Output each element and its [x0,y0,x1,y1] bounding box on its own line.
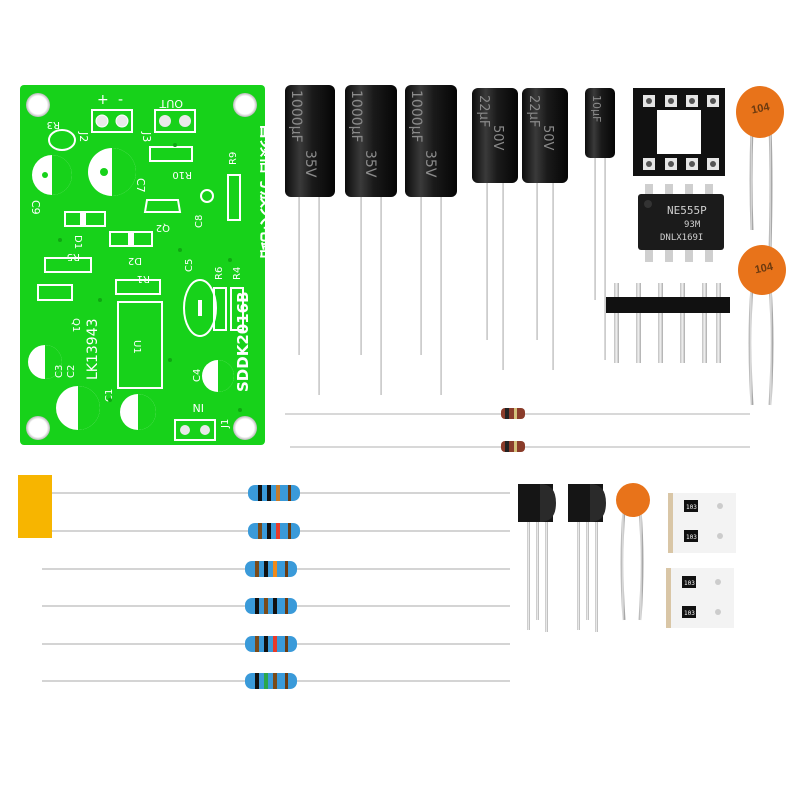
capacitor-large-3: 1000μF 35V [405,85,457,395]
resistor-1 [52,485,510,501]
ceramic-capacitor-3 [616,483,650,621]
capacitor-medium-2: 22μF 50V [522,88,568,370]
pcb-minus-label: - [118,92,123,108]
pcb-title-cn: 音频信号放大电路 [257,123,278,260]
resistor-tape-tab [18,475,52,538]
smd-tape-1: 103 103 [668,493,736,553]
resistor-3 [42,561,510,577]
ic-line-1: NE555P [667,204,707,217]
pcb-j2-label: J2 [77,131,90,142]
capacitor-medium-1: 22μF 50V [472,88,518,370]
pcb-c8-label: C8 [194,215,205,228]
mounting-hole [26,93,50,117]
pcb-r9-label: R9 [228,152,239,165]
smd-tape-1-label-b: 103 [686,534,697,541]
pcb-r4-label: R4 [232,267,243,280]
mounting-hole [26,416,50,440]
transistor-2 [568,484,606,632]
capacitor-large-1-voltage: 35V [302,150,318,178]
mounting-hole [233,93,257,117]
pcb-c5-label: C5 [184,259,195,272]
transistor-1 [518,484,556,632]
ic-line-2: 93M [684,220,701,230]
resistor-5 [42,636,510,652]
pcb-r1-label: R1 [137,273,150,284]
capacitor-medium-1-value: 22μF [476,95,491,127]
ceramic-capacitor-2: 104 [738,245,786,406]
smd-tape-1-label-a: 103 [686,504,697,511]
ic-socket [633,88,725,176]
pcb-in-label: IN [193,401,204,414]
smd-tape-2: 103 103 [666,568,734,628]
mounting-hole [233,416,257,440]
pcb-d2-label: D2 [128,255,142,266]
ic-line-3: DNLX169I [660,233,703,243]
pcb-r6-label: R6 [214,267,225,280]
smd-tape-2-label-b: 103 [684,610,695,617]
pcb-r5-label: R5 [67,251,80,262]
pcb-plus-label: + [97,92,109,108]
pcb-r10-label: R10 [172,169,192,180]
pcb-c4-label: C4 [192,369,203,382]
pcb-j3-label: J3 [140,131,153,142]
pcb-c2-label: C2 [66,365,77,378]
pcb-c7-label: C7 [134,178,147,193]
capacitor-large-3-value: 1000μF [408,90,424,143]
capacitor-small-value: 10μF [590,95,603,122]
capacitor-medium-2-value: 22μF [526,95,541,127]
capacitors-22uf: 22μF 50V 22μF 50V [472,88,568,370]
resistor-2 [52,523,510,539]
capacitor-medium-2-voltage: 50V [540,125,555,151]
pcb-board: + - J2 OUT J3 R3 C9 C7 R10 R9 Q2 C8 [20,85,278,445]
pcb-d1-label: D1 [72,235,83,249]
capacitor-medium-1-voltage: 50V [490,125,505,151]
pcb-out-label: OUT [159,97,183,110]
pcb-model: SDDK2016B [234,291,252,392]
ceramic-capacitor-1-label: 104 [750,101,771,117]
pcb-j1-label: J1 [220,419,231,429]
capacitor-small: 10μF [585,88,615,360]
pcb-u1-label: U1 [131,340,142,354]
resistor-4 [42,598,510,614]
diode-2 [290,441,750,452]
capacitor-large-3-voltage: 35V [422,150,438,178]
smd-tape-2-label-a: 103 [684,580,695,587]
ceramic-capacitor-2-label: 104 [754,261,775,277]
ceramic-capacitor-1: 104 [736,86,784,251]
resistor-6 [42,673,510,689]
pcb-c9-label: C9 [29,200,42,215]
pcb-q2-label: Q2 [156,222,170,233]
pcb-c1-label: C1 [104,389,115,402]
capacitor-large-1-value: 1000μF [288,90,304,143]
capacitors-1000uf: 1000μF 35V 1000μF 35V 1000μF 35V [285,85,457,395]
pcb-code: LK13943 [85,318,101,380]
pin-header [606,283,730,363]
capacitor-large-1: 1000μF 35V [285,85,335,395]
capacitor-large-2: 1000μF 35V [345,85,397,395]
ne555-chip: NE555P 93M DNLX169I [638,184,724,262]
diode-1 [285,408,750,419]
pcb-r3-label: R3 [47,119,60,130]
pcb-q1-label: Q1 [70,318,81,332]
pcb-c3-label: C3 [54,365,65,378]
capacitor-large-2-value: 1000μF [348,90,364,143]
capacitor-large-2-voltage: 35V [362,150,378,178]
